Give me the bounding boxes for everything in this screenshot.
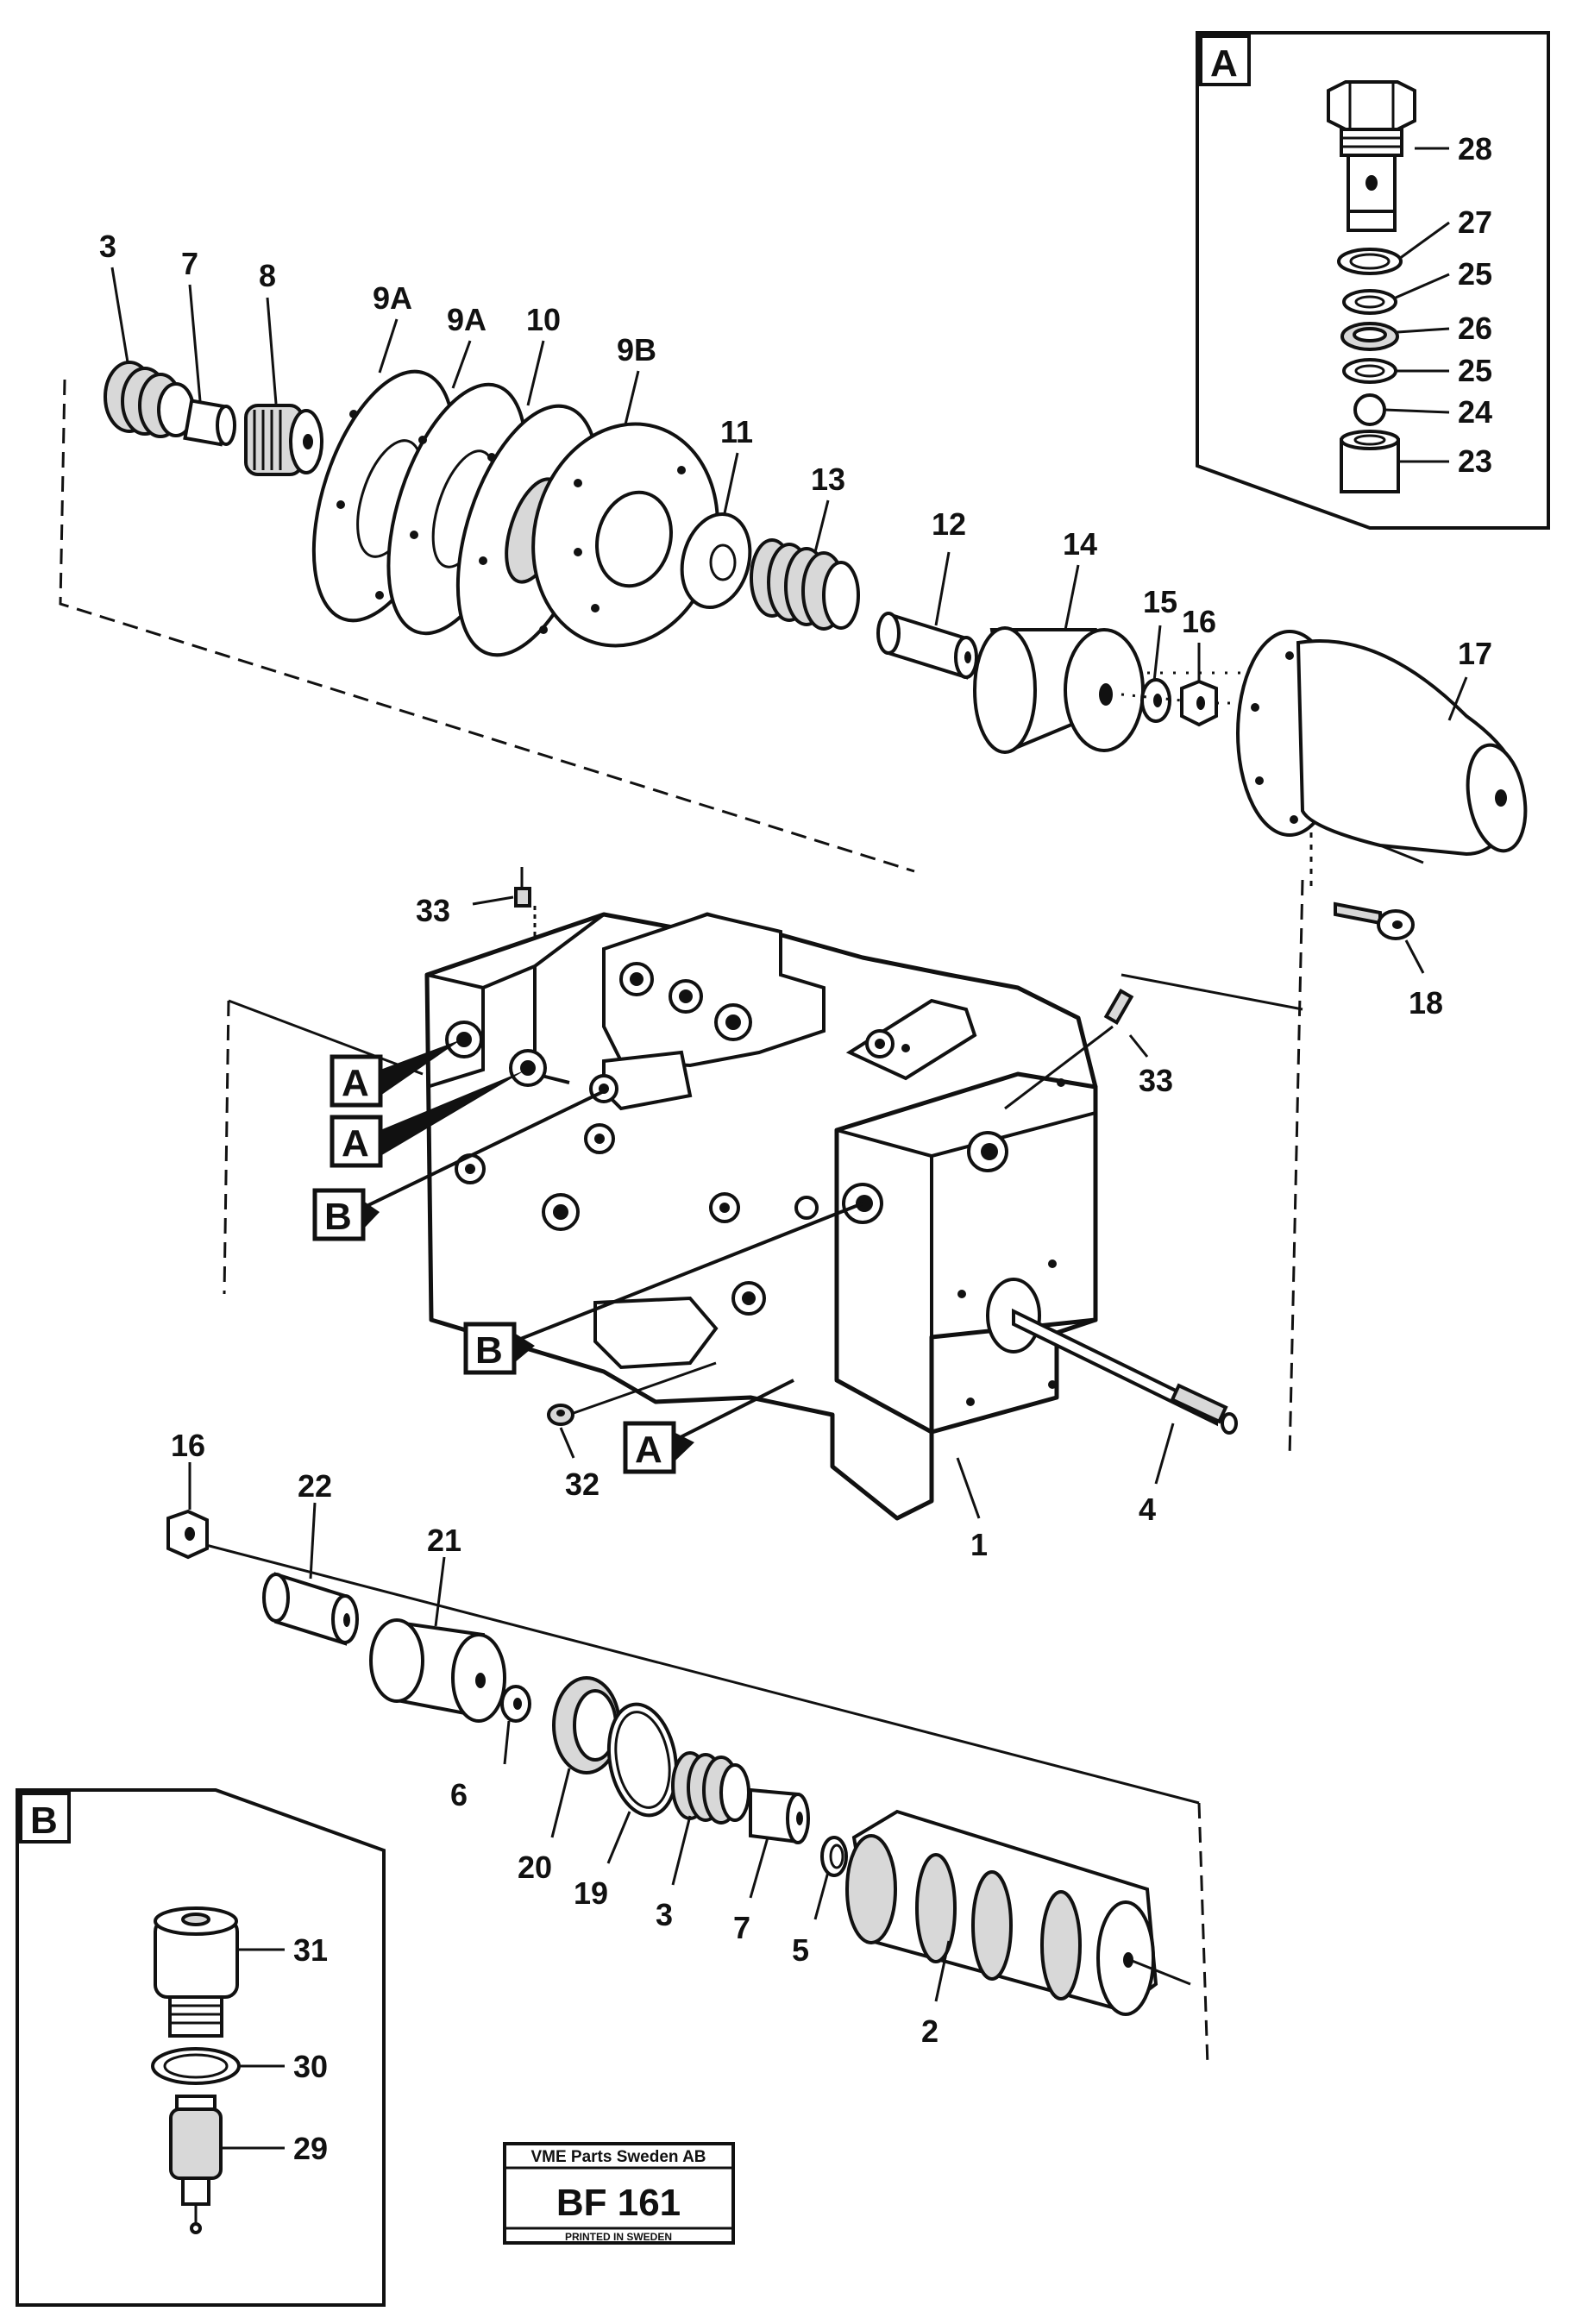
label-17: 17 xyxy=(1458,636,1492,671)
label-22: 22 xyxy=(298,1468,332,1504)
label-9a: 9A xyxy=(373,280,412,316)
label-4: 4 xyxy=(1139,1492,1156,1527)
nut-part-16-lower xyxy=(166,1509,209,1560)
cover-part-17 xyxy=(1236,630,1528,864)
svg-text:A: A xyxy=(635,1429,662,1471)
sleeve-part-7-lower xyxy=(749,1787,810,1844)
stamp-company: VME Parts Sweden AB xyxy=(530,2148,706,2166)
bolt-part-18 xyxy=(1334,901,1415,940)
label-23: 23 xyxy=(1458,443,1492,479)
label-15: 15 xyxy=(1143,584,1177,619)
label-11: 11 xyxy=(720,414,753,449)
label-8: 8 xyxy=(259,258,276,293)
label-5: 5 xyxy=(792,1932,809,1968)
label-33: 33 xyxy=(416,893,450,928)
detail-b-title: B xyxy=(30,1800,58,1842)
detail-b-inset: B 31 30 29 xyxy=(16,1788,386,2307)
label-3: 3 xyxy=(99,229,116,264)
pin-part-33-right xyxy=(1004,989,1134,1110)
body-ports xyxy=(445,962,1065,1406)
spool-part-2 xyxy=(845,1809,1158,2016)
washer-part-25-bottom xyxy=(1342,358,1397,384)
main-valve-body: A A B B A 33 xyxy=(223,867,1304,1562)
upper-exploded-assembly: 3 7 8 9A 9A 10 9B 11 13 12 14 15 16 17 1… xyxy=(59,229,1528,1021)
label-16: 16 xyxy=(1182,604,1216,639)
washer-part-25-top xyxy=(1342,289,1397,315)
svg-text:A: A xyxy=(342,1062,369,1104)
label-26: 26 xyxy=(1458,311,1492,346)
piston-part-14 xyxy=(973,626,1145,754)
pin-part-33-left xyxy=(514,867,537,940)
spring-part-13 xyxy=(750,538,860,631)
label-19: 19 xyxy=(574,1875,608,1911)
washer-part-6 xyxy=(500,1685,531,1723)
label-18: 18 xyxy=(1409,985,1443,1021)
label-24: 24 xyxy=(1458,394,1492,430)
seat-part-23 xyxy=(1340,430,1400,493)
sleeve-part-22 xyxy=(262,1572,359,1646)
label-12: 12 xyxy=(932,506,966,542)
label-20: 20 xyxy=(518,1850,552,1885)
detail-a-inset: A xyxy=(1196,31,1550,530)
plug-part-32 xyxy=(547,1404,574,1426)
piston-part-21 xyxy=(369,1618,506,1723)
label-29: 29 xyxy=(293,2131,328,2166)
svg-text:B: B xyxy=(324,1196,352,1238)
washer-part-15 xyxy=(1140,678,1171,723)
label-28: 28 xyxy=(1458,131,1492,166)
label-27: 27 xyxy=(1458,204,1492,240)
seal-ring-part-27 xyxy=(1337,248,1403,275)
label-30: 30 xyxy=(293,2049,328,2084)
detail-a-title: A xyxy=(1210,42,1238,85)
o-ring-part-19 xyxy=(606,1702,679,1818)
label-6: 6 xyxy=(450,1777,468,1812)
label-3: 3 xyxy=(656,1897,673,1932)
label-25: 25 xyxy=(1458,353,1492,388)
label-9a: 9A xyxy=(447,302,487,337)
stamp-printed: PRINTED IN SWEDEN xyxy=(565,2231,672,2243)
threaded-plug-part-8 xyxy=(244,404,323,476)
label-16: 16 xyxy=(171,1428,205,1463)
nut-part-16-upper xyxy=(1180,679,1218,727)
lower-exploded-assembly: 16 22 21 6 20 19 3 7 5 2 xyxy=(166,1428,1209,2067)
sleeve-part-7 xyxy=(183,399,236,447)
label-9b: 9B xyxy=(617,332,656,367)
label-10: 10 xyxy=(526,302,561,337)
label-14: 14 xyxy=(1063,526,1097,562)
spring-part-3-lower xyxy=(671,1751,750,1825)
svg-text:A: A xyxy=(342,1122,369,1165)
plate-part-9b xyxy=(531,422,719,648)
rod-part-4 xyxy=(1012,1308,1238,1435)
label-2: 2 xyxy=(921,2013,939,2049)
label-25: 25 xyxy=(1458,256,1492,292)
ring-part-20 xyxy=(552,1676,621,1774)
callout-a-2: A xyxy=(330,1070,526,1168)
label-7: 7 xyxy=(733,1910,750,1945)
plug-part-28 xyxy=(1327,80,1416,232)
valve-insert-part-29 xyxy=(169,2095,223,2234)
label-7: 7 xyxy=(181,246,198,281)
label-13: 13 xyxy=(811,462,845,497)
sleeve-part-12 xyxy=(876,612,978,680)
ball-part-24 xyxy=(1353,393,1386,426)
label-32: 32 xyxy=(565,1467,600,1502)
callout-a-1: A xyxy=(330,1040,461,1108)
callout-b-2: B xyxy=(463,1202,863,1375)
washer-part-30 xyxy=(151,2047,241,2085)
plug-part-31 xyxy=(154,1906,239,2038)
spring-part-3 xyxy=(104,361,195,438)
washer-part-11 xyxy=(680,512,752,610)
label-31: 31 xyxy=(293,1932,328,1968)
label-1: 1 xyxy=(970,1527,988,1562)
callout-a-3: A xyxy=(623,1379,794,1474)
callout-b-1: B xyxy=(312,1090,605,1241)
svg-text:B: B xyxy=(475,1329,503,1372)
vme-stamp: VME Parts Sweden AB BF 161 PRINTED IN SW… xyxy=(503,2142,735,2245)
label-21: 21 xyxy=(427,1523,461,1558)
label-33: 33 xyxy=(1139,1063,1173,1098)
stamp-code: BF 161 xyxy=(556,2182,681,2224)
